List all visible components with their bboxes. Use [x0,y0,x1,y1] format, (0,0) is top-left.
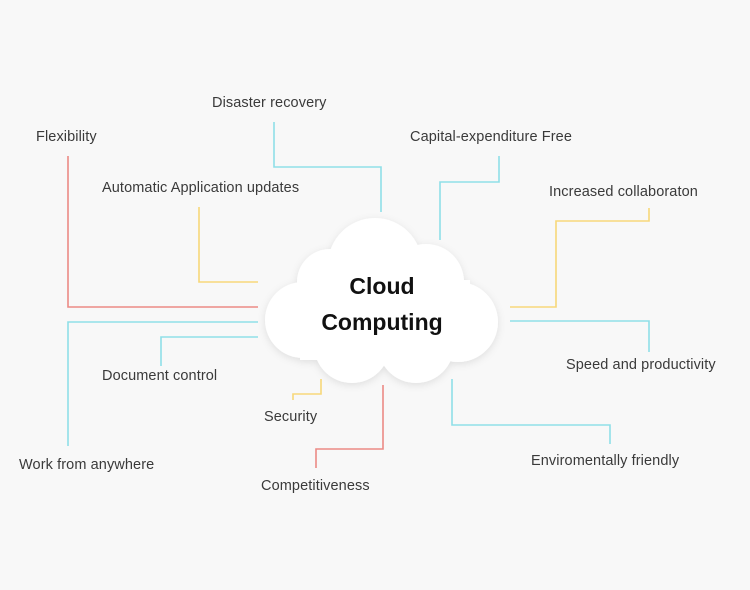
node-document-control: Document control [102,368,218,384]
central-topic-line-1: Cloud [349,273,415,299]
connector-eco-friendly [451,379,611,444]
connector-flexibility [67,156,258,308]
connector-capex-free [439,156,500,240]
node-security: Security [264,409,318,425]
node-capex-free: Capital-expenditure Free [410,129,572,145]
connector-auto-updates [198,207,258,283]
node-speed: Speed and productivity [566,357,716,373]
central-topic-line-2: Computing [321,309,443,335]
connector-work-anywhere [67,321,258,446]
node-flexibility: Flexibility [36,129,97,145]
connector-collaboration [510,208,650,308]
cloud-shape [265,218,498,383]
node-competitiveness: Competitiveness [261,478,370,494]
connector-security [292,379,322,400]
node-eco-friendly: Enviromentally friendly [531,453,680,469]
node-work-anywhere: Work from anywhere [19,457,155,473]
connector-disaster-recovery [273,122,382,212]
connector-document-control [160,336,258,366]
node-collaboration: Increased collaboraton [549,184,698,200]
connector-competitiveness [315,385,384,468]
node-auto-updates: Automatic Application updates [102,180,300,196]
central-topic: Cloud Computing [282,268,482,340]
connector-speed [510,320,650,352]
node-disaster-recovery: Disaster recovery [212,95,327,111]
